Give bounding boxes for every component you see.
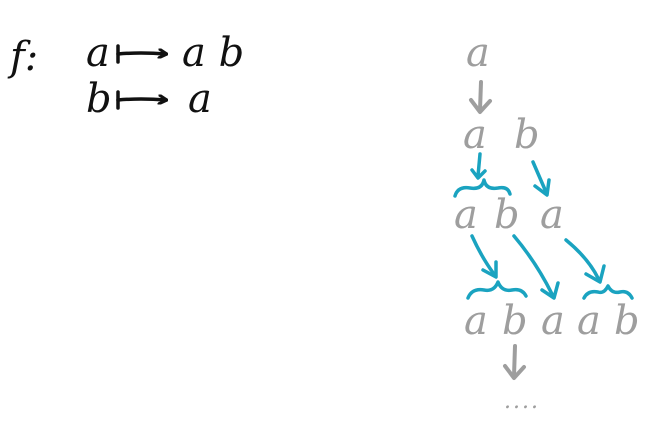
tree-letter: a	[540, 192, 564, 238]
rule-input: b	[86, 76, 112, 122]
rewrite-arrow-icon	[564, 238, 606, 284]
tree-letter: b	[494, 192, 520, 238]
continuation-ellipsis: ....	[504, 389, 540, 414]
down-arrow-icon	[469, 80, 492, 114]
rewrite-tree: a a b a b a	[453, 30, 640, 414]
rule-input: a	[86, 30, 110, 76]
mapsto-arrow-icon	[116, 90, 166, 110]
rule-row: a a b	[86, 30, 244, 76]
tree-letter: b	[502, 298, 528, 344]
brace-icon	[466, 280, 528, 300]
rewrite-arrow-icon	[470, 234, 498, 279]
rewrite-arrow-icon	[470, 152, 487, 180]
tree-letter: b	[514, 112, 540, 158]
brace-icon	[582, 284, 634, 300]
rewrite-arrow-icon	[531, 160, 551, 197]
rewrite-arrow-icon	[512, 234, 560, 300]
tree-letter: a	[454, 192, 478, 238]
tree-letter: a	[463, 112, 487, 158]
function-definition: f: a a b b a	[7, 30, 244, 122]
tree-letter: a	[464, 298, 488, 344]
function-name: f:	[7, 34, 38, 80]
down-arrow-icon	[503, 344, 526, 380]
tree-letter: a	[577, 298, 601, 344]
mapsto-arrow-icon	[116, 44, 166, 64]
tree-letter: b	[614, 298, 640, 344]
brace-icon	[453, 178, 512, 198]
rule-output: a	[188, 76, 212, 122]
tree-letter: a	[466, 30, 490, 76]
tree-letter: a	[541, 298, 565, 344]
rule-row: b a	[86, 76, 212, 122]
rule-output: a b	[182, 30, 244, 76]
